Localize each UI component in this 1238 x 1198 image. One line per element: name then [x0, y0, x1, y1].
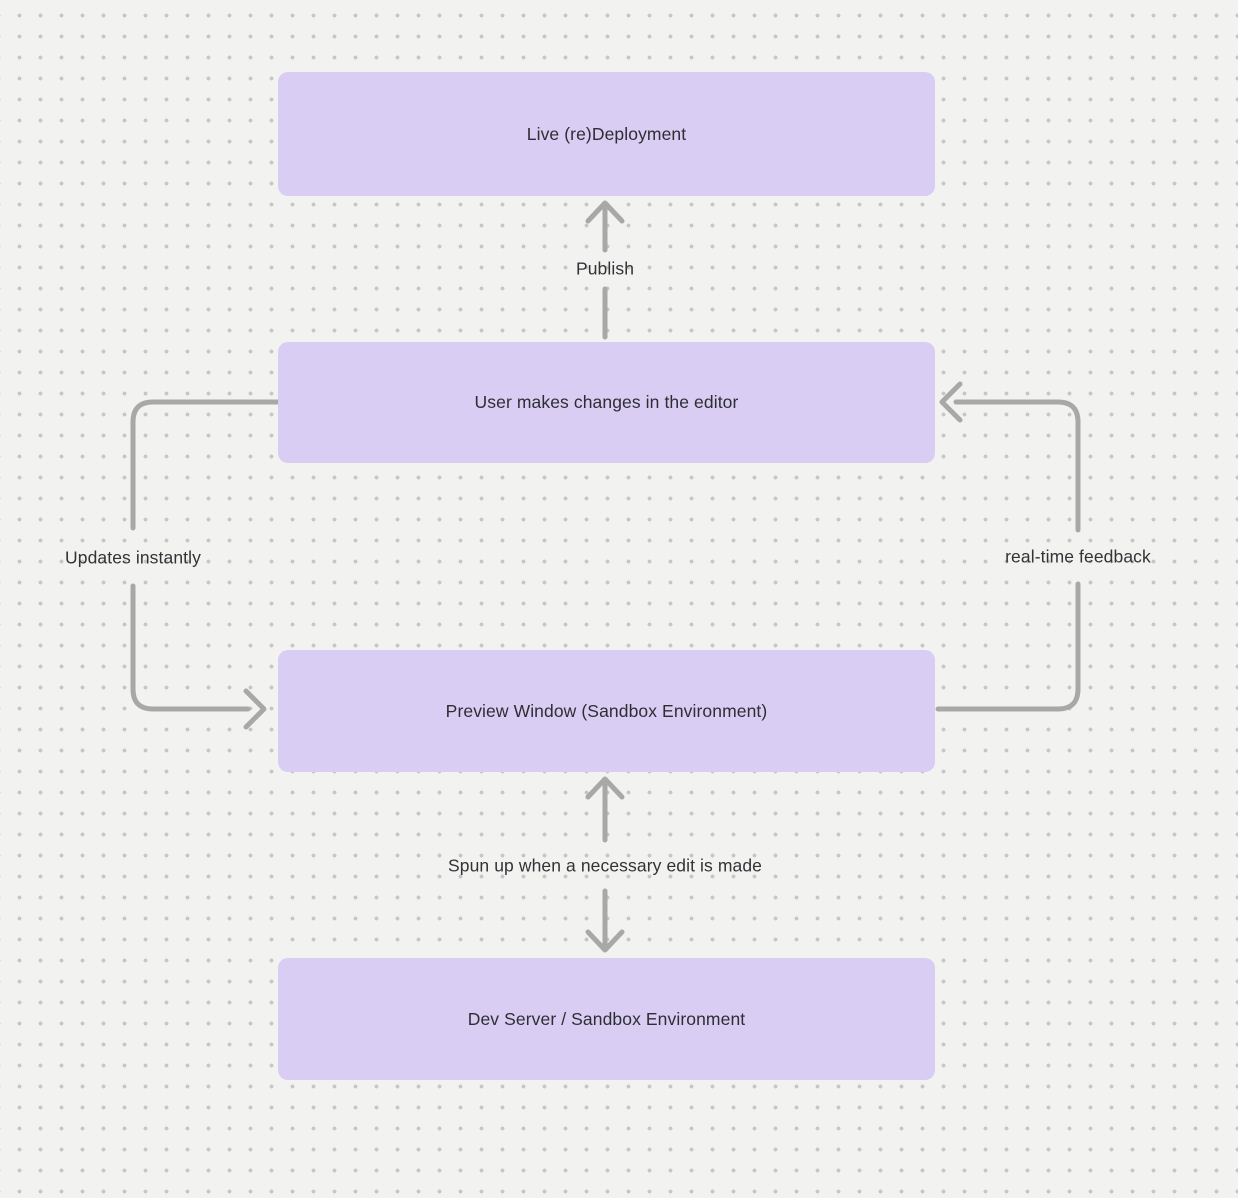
arrowhead-up-icon: [585, 200, 625, 224]
node-live-redeployment[interactable]: Live (re)Deployment: [278, 72, 935, 196]
node-preview-window-label: Preview Window (Sandbox Environment): [445, 700, 768, 721]
edge-label-real-time-feedback: real-time feedback: [1005, 546, 1151, 567]
node-user-makes-changes-label: User makes changes in the editor: [474, 392, 739, 412]
node-preview-window[interactable]: Preview Window (Sandbox Environment): [278, 650, 935, 772]
node-user-makes-changes[interactable]: User makes changes in the editor: [278, 342, 935, 463]
edge-label-publish: Publish: [575, 258, 635, 279]
node-dev-server[interactable]: Dev Server / Sandbox Environment: [278, 958, 935, 1080]
arrowhead-down-icon: [585, 929, 625, 953]
edge-label-updates-instantly: Updates instantly: [65, 547, 201, 568]
arrowhead-up-icon: [585, 776, 625, 800]
edge-label-spun-up: Spun up when a necessary edit is made: [447, 855, 763, 876]
arrowhead-left-icon: [939, 381, 963, 423]
node-dev-server-label: Dev Server / Sandbox Environment: [467, 1008, 746, 1029]
arrowhead-right-icon: [243, 688, 267, 730]
node-live-redeployment-label: Live (re)Deployment: [526, 123, 687, 144]
